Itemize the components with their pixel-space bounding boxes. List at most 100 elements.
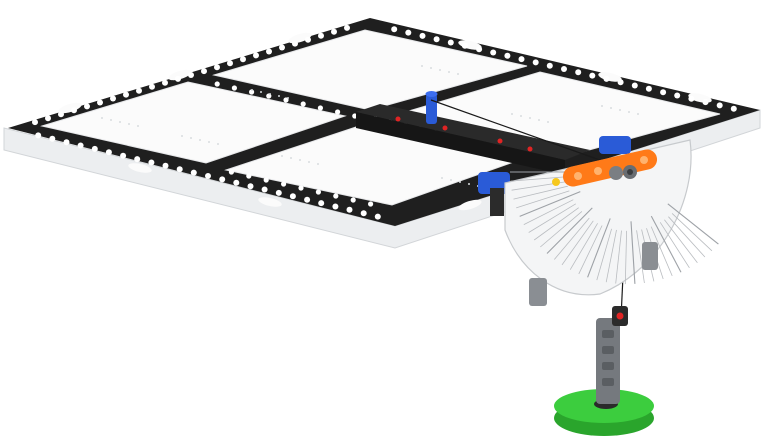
tile-hole [459,181,461,183]
tile-hole [190,137,192,139]
tile-hole [110,119,112,121]
border-dot [231,85,237,91]
border-dot [136,87,142,94]
border-dot [91,145,98,152]
leg-left [529,278,547,306]
tile-hole [457,73,459,75]
protractor-tick [587,218,611,278]
border-dot [631,82,638,89]
leg-right [642,242,658,270]
blue-brackets [478,136,631,216]
border-dot [298,185,304,191]
protractor-legs [529,242,658,306]
protractor-tick [605,229,617,283]
border-dot [162,79,168,86]
orange-bar [562,149,658,187]
pendulum-stand [554,306,654,436]
tile-hole [421,65,423,67]
tile-hole [538,119,540,121]
protractor-tick [615,230,622,284]
tile-hole [601,105,603,107]
protractor-tick [533,207,579,241]
border-dot [58,111,64,118]
border-dot [405,29,412,36]
border-dot [391,26,398,33]
tile-hole [610,107,612,109]
protractor-tick [659,222,690,269]
protractor-tick [624,230,627,285]
tile-hole [529,117,531,119]
border-dot [227,60,233,67]
tile-hole [468,183,470,185]
border-dot [205,173,211,179]
border-dot [674,92,681,99]
beam-red-pins [395,116,533,152]
protractor-tick [561,220,594,266]
border-dot [318,32,324,39]
border-dot [77,142,84,149]
tile-hole [619,109,621,111]
border-dot [263,177,269,183]
tile-hole [430,67,432,69]
border-dot [275,189,282,196]
border-dot [360,210,367,217]
border-dot [110,95,116,102]
tile-hole [290,157,292,159]
gray-hub-1 [609,166,623,180]
tile-hole [287,97,289,99]
border-dot [331,28,337,35]
tile-hole [208,141,210,143]
border-dot [281,181,287,187]
protractor-tick [630,221,636,284]
border-dot [105,149,112,156]
tile-hole [637,113,639,115]
protractor-tick [668,216,706,258]
border-dot [233,179,240,186]
tile-hole [128,123,130,125]
border-dot [702,99,709,106]
border-dot [344,24,350,31]
tile-hole [628,111,630,113]
protractor-tick [540,211,583,248]
border-dot [188,72,194,78]
border-dot [532,59,539,66]
border-dot [228,169,234,175]
border-dot [71,107,77,114]
orange-hole-2 [594,167,602,175]
border-dot [716,102,723,109]
border-dot [419,32,426,39]
border-dot [289,193,296,200]
border-dot [575,69,582,76]
border-dot [368,201,374,207]
border-dot [645,85,652,92]
tile-hole [317,163,319,165]
border-dot [201,68,207,75]
border-dot [617,79,624,86]
beam-top [356,104,590,160]
border-dot [305,36,311,43]
bob-red-pin [616,312,624,320]
protractor-tick [513,185,568,200]
tile-back-left [40,81,347,164]
border-dot [249,89,255,95]
border-dot [175,75,181,82]
protractor-tick [516,190,570,209]
protractor-tick [523,199,574,225]
border-dot [318,200,325,207]
protractor-tick [578,225,603,275]
protractor-tick [528,203,577,233]
border-dot [49,135,56,142]
border-dot [240,56,246,63]
border-dot [246,173,252,179]
border-dot [120,152,127,159]
blue-bracket-right [599,136,631,154]
border-dot [447,39,454,46]
tile-hole [547,121,549,123]
border-dot [35,132,42,139]
tile-hole [439,69,441,71]
tile-hole [450,179,452,181]
protractor-tick [664,219,698,263]
border-dot [63,139,70,146]
border-dot [214,64,220,71]
border-dot [335,109,341,115]
